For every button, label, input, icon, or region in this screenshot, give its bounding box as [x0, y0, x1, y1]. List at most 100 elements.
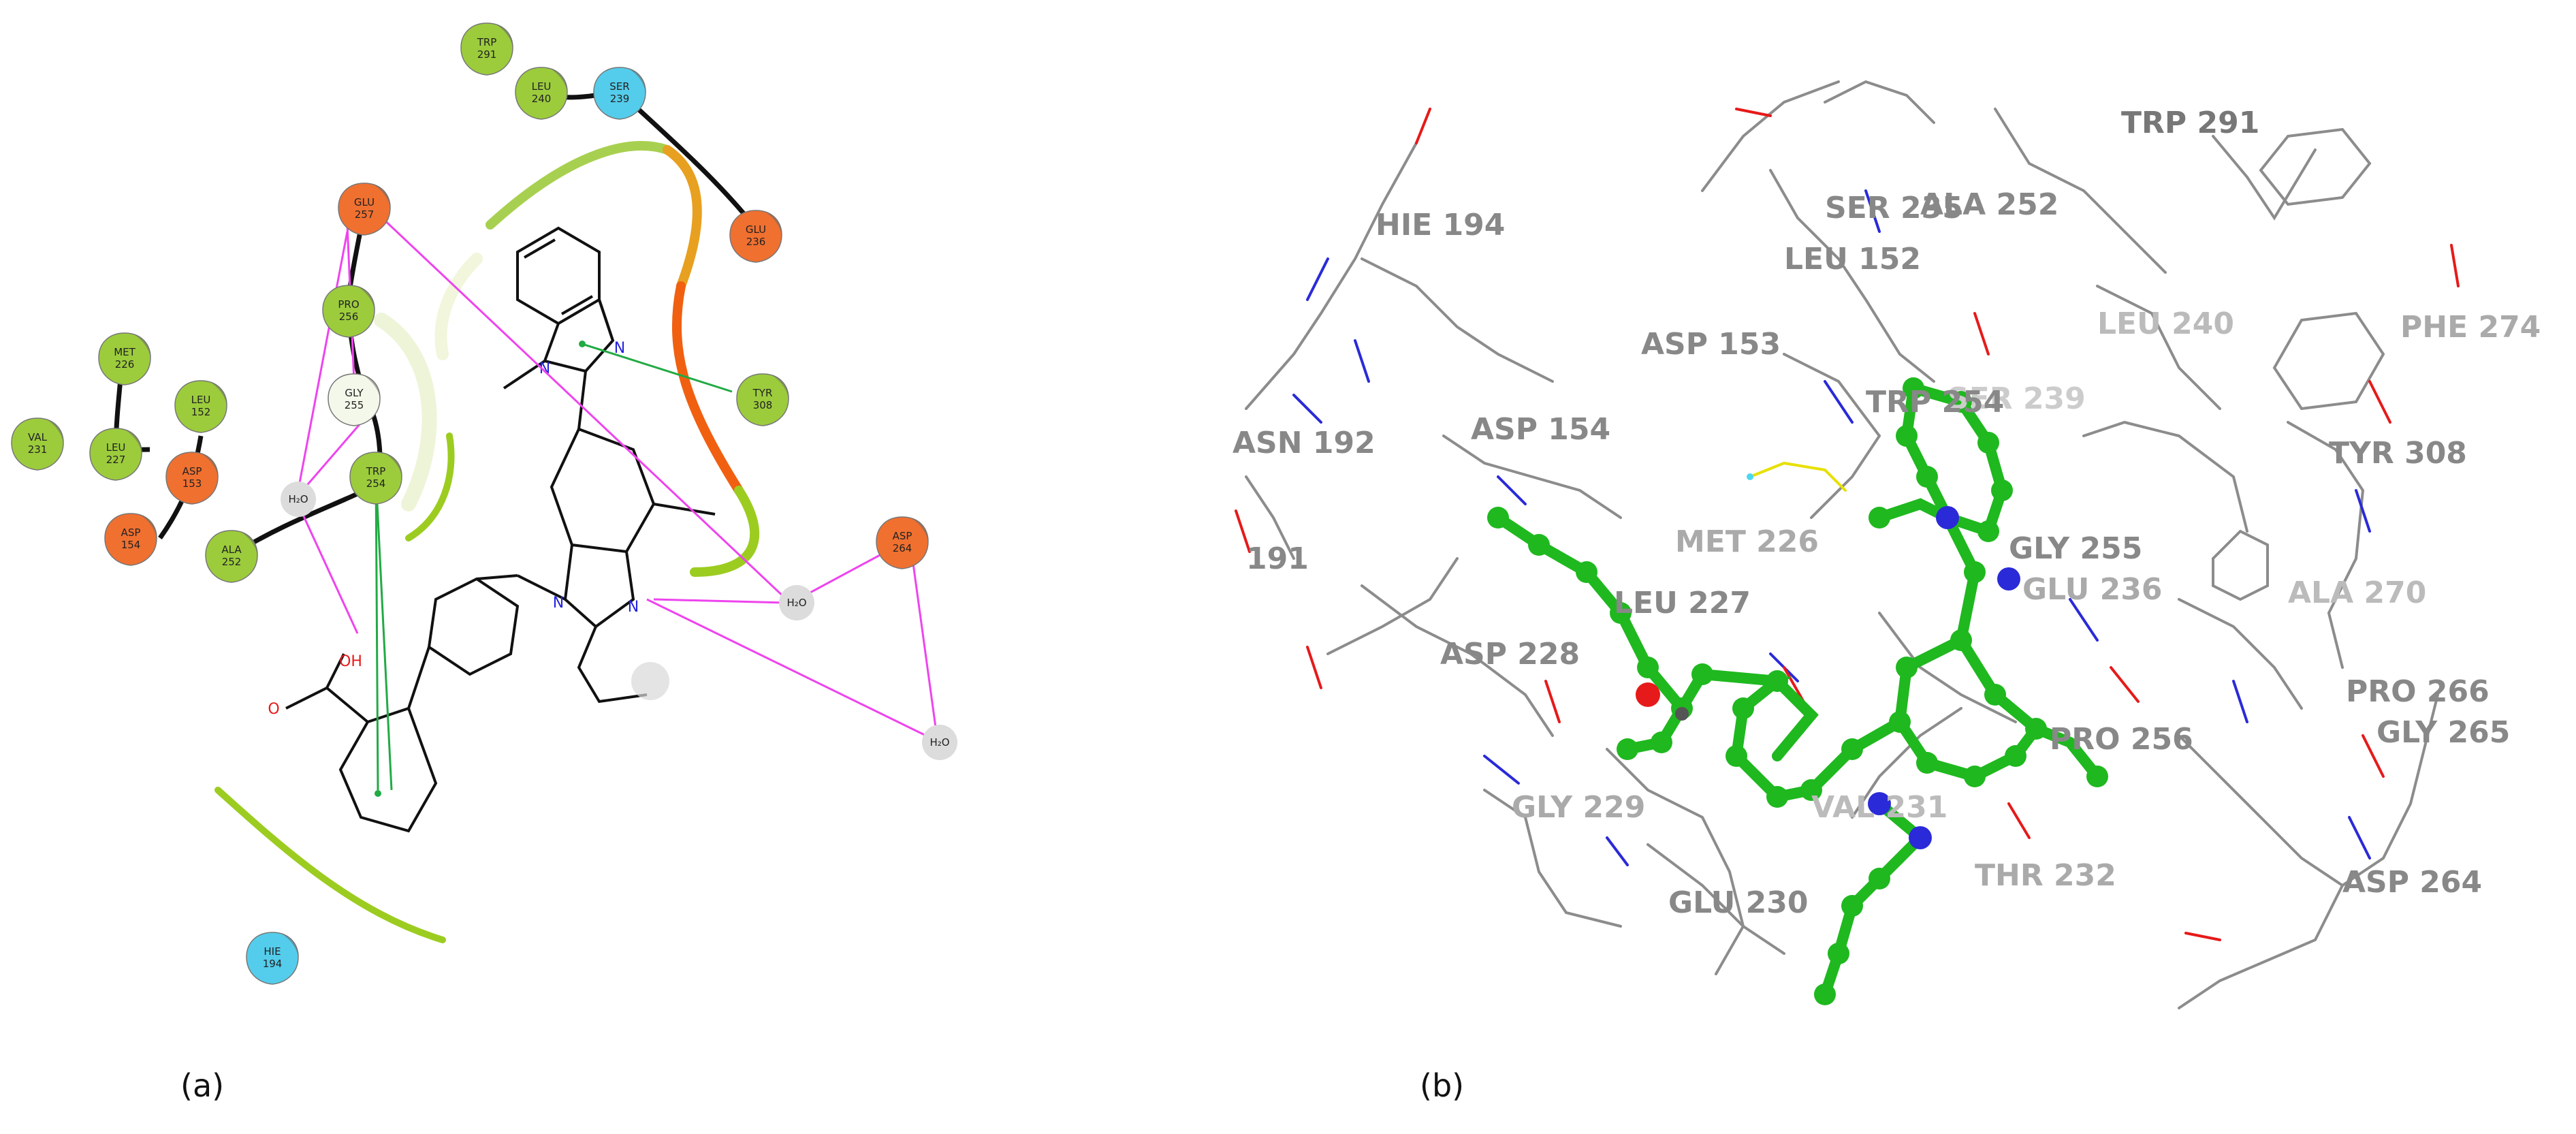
residue-number: 153: [182, 477, 202, 490]
residue-label-trp291: TRP 291: [2121, 106, 2259, 140]
residue-label-phe274: PHE 274: [2400, 310, 2541, 345]
atom-labels: N N N N OH O: [268, 340, 639, 718]
residue-nodes: TRP291LEU240SER239GLU236GLU257PRO256GLY2…: [11, 22, 929, 985]
residue-name: ASP: [182, 465, 202, 477]
interaction-lines: [295, 203, 938, 797]
residue-number: 240: [532, 93, 552, 105]
pocket-outline: [214, 141, 759, 943]
residue-name: TRP: [477, 36, 497, 48]
atom-oh: OH: [339, 653, 362, 670]
residue-label-met226: MET 226: [1675, 524, 1819, 559]
residue-number: 255: [345, 399, 364, 411]
residue-label-leu227: LEU 227: [1614, 586, 1751, 620]
residue-label-asp153: ASP 153: [1641, 327, 1781, 362]
residue-number: 227: [106, 454, 126, 466]
residue-label-asp228: ASP 228: [1440, 637, 1580, 672]
residue-label-trp254: TRP 254: [1866, 385, 2004, 420]
residue-name: ALA: [221, 544, 242, 556]
residue-number: 254: [366, 477, 386, 490]
residue-label-pro256: PRO 256: [2050, 722, 2193, 757]
residue-name: GLU: [746, 223, 766, 236]
water-molecules: H₂O H₂O H₂O: [281, 482, 957, 760]
atom-o: O: [268, 701, 279, 718]
water-label: H₂O: [786, 597, 806, 609]
residue-number: 231: [28, 443, 48, 456]
residue-label-leu240: LEU 240: [2097, 306, 2234, 341]
protein-sticks: [1235, 80, 2460, 1009]
residue-label-val231: VAL 231: [1811, 790, 1947, 825]
residue-name: LEU: [532, 80, 552, 93]
residue-name: HIE: [264, 945, 281, 958]
residue-number: 264: [893, 542, 912, 554]
residue-name: ASP: [121, 526, 141, 539]
solvent-exposure-halo: [631, 662, 669, 700]
residue-number: 226: [115, 358, 135, 371]
residue-label-gly255: GLY 255: [2009, 531, 2142, 566]
residue-name: PRO: [338, 298, 359, 311]
panel-b-caption: (b): [1420, 1067, 1464, 1104]
atom-n-lower: N: [628, 599, 639, 616]
residue-name: TRP: [366, 465, 386, 477]
residue-label-glu236: GLU 236: [2022, 572, 2162, 607]
residue-label-asp264: ASP 264: [2342, 865, 2482, 900]
residue-label-gly229: GLY 229: [1512, 790, 1645, 825]
residue-name: MET: [114, 346, 136, 358]
residue-label-glu230: GLU 230: [1668, 885, 1808, 920]
residue-number: 257: [355, 208, 375, 221]
ligand-skeleton: [285, 226, 716, 833]
residue-name: ASP: [893, 530, 912, 542]
residue-label-asn192: ASN 192: [1233, 426, 1376, 460]
residue-label-ser239: SER 239: [1947, 381, 2086, 416]
residue-label-gly265: GLY 265: [2376, 715, 2510, 750]
residue-name: LEU: [106, 441, 126, 454]
residue-number: 252: [222, 556, 242, 568]
atom-n-center: N: [553, 595, 564, 612]
panel-a-caption: (a): [180, 1067, 224, 1104]
ligand-ball-stick: [1487, 377, 2108, 1005]
residue-label-thr232: THR 232: [1975, 858, 2116, 893]
residue-label-ser235: SER 235: [1825, 191, 1963, 225]
residue-name: GLU: [354, 196, 375, 208]
residue-number: 291: [477, 48, 497, 61]
residue-label-pro266: PRO 266: [2346, 674, 2490, 709]
residue-label-leu152: LEU 152: [1784, 242, 1921, 277]
residue-label-ala270: ALA 270: [2288, 576, 2426, 610]
residue-name: LEU: [191, 394, 211, 406]
residue-label-hie194: HIE 194: [1376, 208, 1505, 242]
water-label: H₂O: [929, 736, 949, 749]
residue-number: 256: [339, 311, 359, 323]
residue-label-asp154: ASP 154: [1471, 412, 1610, 447]
ligand-interaction-diagram: N N N N OH O H₂O H₂O: [11, 22, 957, 1104]
residue-label-tyr308: TYR 308: [2329, 436, 2467, 471]
residue-number: 236: [746, 236, 766, 248]
residue-label-r191: 191: [1246, 541, 1309, 576]
water-label: H₂O: [288, 493, 308, 505]
residue-name: TYR: [752, 387, 773, 399]
residue-number: 154: [121, 539, 141, 551]
atom-n-top: N: [614, 340, 625, 357]
residue-label-ala252: ALA 252: [1920, 187, 2058, 222]
residue-name: SER: [609, 80, 629, 93]
residue-name: VAL: [28, 431, 48, 443]
residue-number: 308: [753, 399, 773, 411]
residue-number: 152: [191, 406, 211, 418]
